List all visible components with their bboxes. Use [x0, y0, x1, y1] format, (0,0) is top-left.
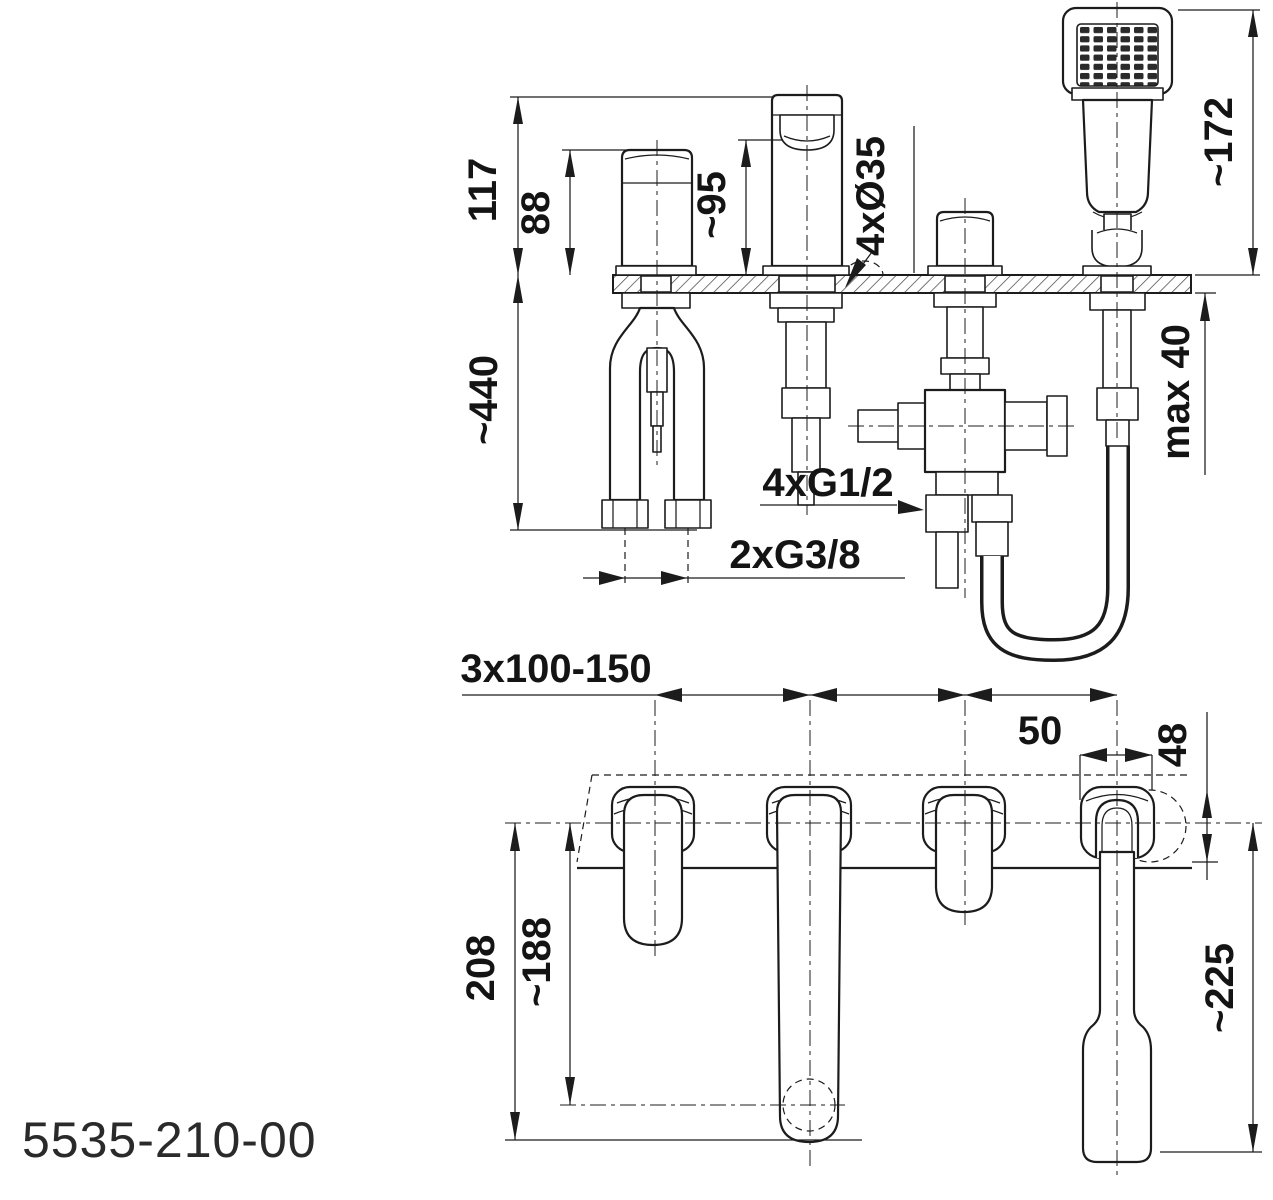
dim-50: 50	[1018, 709, 1153, 800]
valve-bottom-nut	[925, 494, 969, 533]
dim-117-label: 117	[461, 158, 505, 223]
dim-188-label: ~188	[515, 917, 559, 1007]
dim-2xg38-label: 2xG3/8	[729, 533, 860, 577]
mixer-handle-side	[601, 140, 712, 586]
dim-88: 88	[514, 149, 640, 275]
dim-max40-label: max 40	[1154, 324, 1198, 460]
plan-centerlines	[505, 700, 1262, 1178]
dim-4xg12-label: 4xG1/2	[762, 461, 893, 505]
part-number: 5535-210-00	[22, 1112, 317, 1168]
dim-95: ~95	[690, 139, 782, 275]
dim-188: ~188	[515, 823, 575, 1105]
dim-225-label: ~225	[1198, 943, 1242, 1033]
dim-172-label: ~172	[1197, 97, 1241, 187]
diverter-plan	[921, 785, 1007, 914]
hand-shower-side	[980, 2, 1174, 663]
bath-deck-section	[612, 274, 1192, 294]
spout-side	[762, 85, 850, 515]
plan-view: 3x100-150 50 48	[459, 647, 1262, 1178]
side-view: 117 88 ~95 4xØ	[461, 2, 1260, 663]
mixer-handle-plan	[610, 785, 696, 947]
dim-88-label: 88	[514, 191, 558, 236]
dim-4xd35-label: 4xØ35	[849, 136, 893, 256]
dim-440-label: ~440	[462, 355, 506, 445]
dim-117: 117	[461, 96, 772, 275]
shower-hose	[980, 446, 1130, 663]
g38-fitting-right	[664, 499, 712, 529]
side-view-dimensions: 117 88 ~95 4xØ	[461, 9, 1260, 585]
dim-208: 208	[459, 823, 862, 1141]
dim-4xg12: 4xG1/2	[760, 461, 924, 514]
dim-2xg38: 2xG3/8	[583, 533, 905, 585]
g38-fitting-left	[601, 499, 649, 529]
dim-440: ~440	[462, 275, 697, 531]
dim-50-label: 50	[1018, 709, 1063, 753]
dim-172: ~172	[1178, 9, 1260, 276]
hose-coupler	[975, 521, 1009, 557]
dim-3x100-150-label: 3x100-150	[460, 647, 651, 691]
diverter-side	[848, 198, 1078, 598]
dim-48: 48	[1151, 712, 1218, 880]
dim-3x100-150: 3x100-150	[460, 647, 1117, 702]
dim-4xd35: 4xØ35	[845, 126, 915, 288]
dim-95-label: ~95	[690, 171, 734, 239]
dim-48-label: 48	[1151, 723, 1195, 768]
spout-plan	[765, 785, 853, 1144]
dim-225: ~225	[1160, 823, 1262, 1153]
plan-view-dimensions: 3x100-150 50 48	[459, 647, 1262, 1153]
deck-hole-gaps	[640, 275, 1134, 293]
dim-208-label: 208	[459, 935, 503, 1002]
dim-max40: max 40	[1154, 292, 1216, 475]
